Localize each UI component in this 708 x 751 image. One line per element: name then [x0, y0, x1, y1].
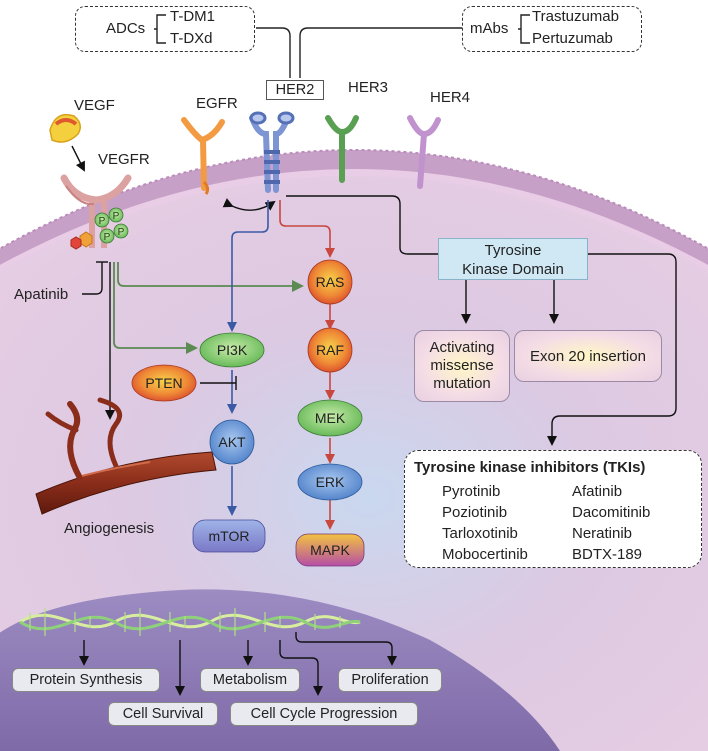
vegf-label: VEGF — [74, 97, 115, 114]
angiogenesis-label: Angiogenesis — [64, 520, 155, 537]
ras-label: RAS — [315, 274, 345, 290]
mabs-bracket — [518, 14, 530, 44]
missense-mutation-box: Activating missense mutation — [414, 330, 510, 402]
phospho-label: P — [113, 211, 120, 222]
adcs-box — [75, 6, 255, 52]
ras-node — [307, 259, 353, 305]
mek-node — [297, 399, 363, 437]
tki-drug: Dacomitinib — [572, 504, 651, 521]
phospho-circle — [108, 207, 124, 223]
tki-drug: Afatinib — [572, 483, 623, 500]
tki-drug: Tarloxotinib — [442, 525, 518, 542]
mab-item: Trastuzumab — [532, 8, 619, 25]
her4-receptor — [407, 115, 441, 189]
missense-line: missense — [430, 357, 494, 374]
erk-label: ERK — [315, 474, 345, 490]
phospho-circle — [113, 223, 129, 239]
her3-receptor — [325, 115, 359, 183]
apatinib-inhibition-line — [82, 261, 108, 295]
metabolism-box: Metabolism — [200, 668, 300, 692]
phospho-label: P — [118, 227, 125, 238]
mapk-node — [295, 533, 365, 567]
pten-inhibition-line — [200, 376, 237, 390]
her4-label: HER4 — [430, 89, 471, 106]
mapk-label: MAPK — [310, 542, 350, 558]
tki-drug: Mobocertinib — [442, 546, 528, 563]
antibody-connector — [256, 27, 462, 78]
mabs-label: mAbs — [470, 20, 509, 37]
raf-node — [307, 327, 353, 373]
pi3k-label: PI3K — [216, 342, 248, 358]
phospho-label: P — [99, 216, 106, 227]
her2-label: HER2 — [266, 80, 324, 100]
tkd-line1: Tyrosine — [484, 242, 542, 259]
adc-item: T-DXd — [170, 30, 213, 47]
kinase-domain-connector — [286, 195, 677, 446]
her2-dimer — [249, 111, 295, 193]
adcs-label: ADCs — [106, 20, 146, 37]
raf-label: RAF — [316, 342, 344, 358]
pi3k-node — [199, 332, 265, 368]
phospho-circle — [94, 212, 110, 228]
outcome-arrows — [79, 632, 397, 696]
vegf-ligand-icon — [49, 113, 81, 143]
cell-cycle-progression-box: Cell Cycle Progression — [230, 702, 418, 726]
dimerization-arrow — [222, 198, 276, 211]
adc-item: T-DM1 — [170, 8, 215, 25]
tkd-line2: Kinase Domain — [462, 261, 564, 278]
mek-label: MEK — [314, 410, 346, 426]
mtor-label: mTOR — [208, 528, 250, 544]
apatinib-label: Apatinib — [14, 286, 69, 303]
phospho-label: P — [104, 232, 111, 243]
tki-box — [404, 450, 702, 568]
dna-icon — [19, 608, 361, 636]
mapk-pathway-arrows — [279, 200, 335, 530]
her3-label: HER3 — [348, 79, 389, 96]
erk-node — [297, 463, 363, 501]
adcs-bracket — [154, 14, 166, 44]
missense-line: mutation — [433, 375, 491, 392]
vegfr-green-arrows — [113, 262, 304, 354]
tki-drug: Poziotinib — [442, 504, 508, 521]
tyrosine-kinase-domain-box: Tyrosine Kinase Domain — [438, 238, 588, 280]
proliferation-box: Proliferation — [338, 668, 442, 692]
akt-node — [209, 419, 255, 465]
egfr-receptor — [181, 117, 225, 195]
phospho-circle — [99, 228, 115, 244]
missense-line: Activating — [429, 339, 495, 356]
pi3k-pathway-arrows — [227, 200, 269, 516]
tki-title: Tyrosine kinase inhibitors (TKIs) — [414, 459, 646, 476]
protein-synthesis-box: Protein Synthesis — [12, 668, 160, 692]
vegfr-label: VEGFR — [98, 151, 150, 168]
apatinib-hexagon-icon — [79, 231, 93, 248]
phospho-groups — [94, 207, 129, 244]
tki-drug: Neratinib — [572, 525, 633, 542]
mab-item: Pertuzumab — [532, 30, 613, 47]
mabs-box — [462, 6, 642, 52]
tki-drug: Pyrotinib — [442, 483, 501, 500]
exon20-insertion-box: Exon 20 insertion — [514, 330, 662, 382]
exon20-label: Exon 20 insertion — [530, 347, 646, 365]
egfr-label: EGFR — [196, 95, 238, 112]
blood-vessel-icon — [35, 397, 217, 515]
pten-label: PTEN — [145, 375, 183, 391]
akt-label: AKT — [218, 434, 246, 450]
pten-node — [131, 364, 197, 402]
cell-survival-box: Cell Survival — [108, 702, 218, 726]
tki-drug: BDTX-189 — [572, 546, 643, 563]
mtor-node — [192, 519, 266, 553]
